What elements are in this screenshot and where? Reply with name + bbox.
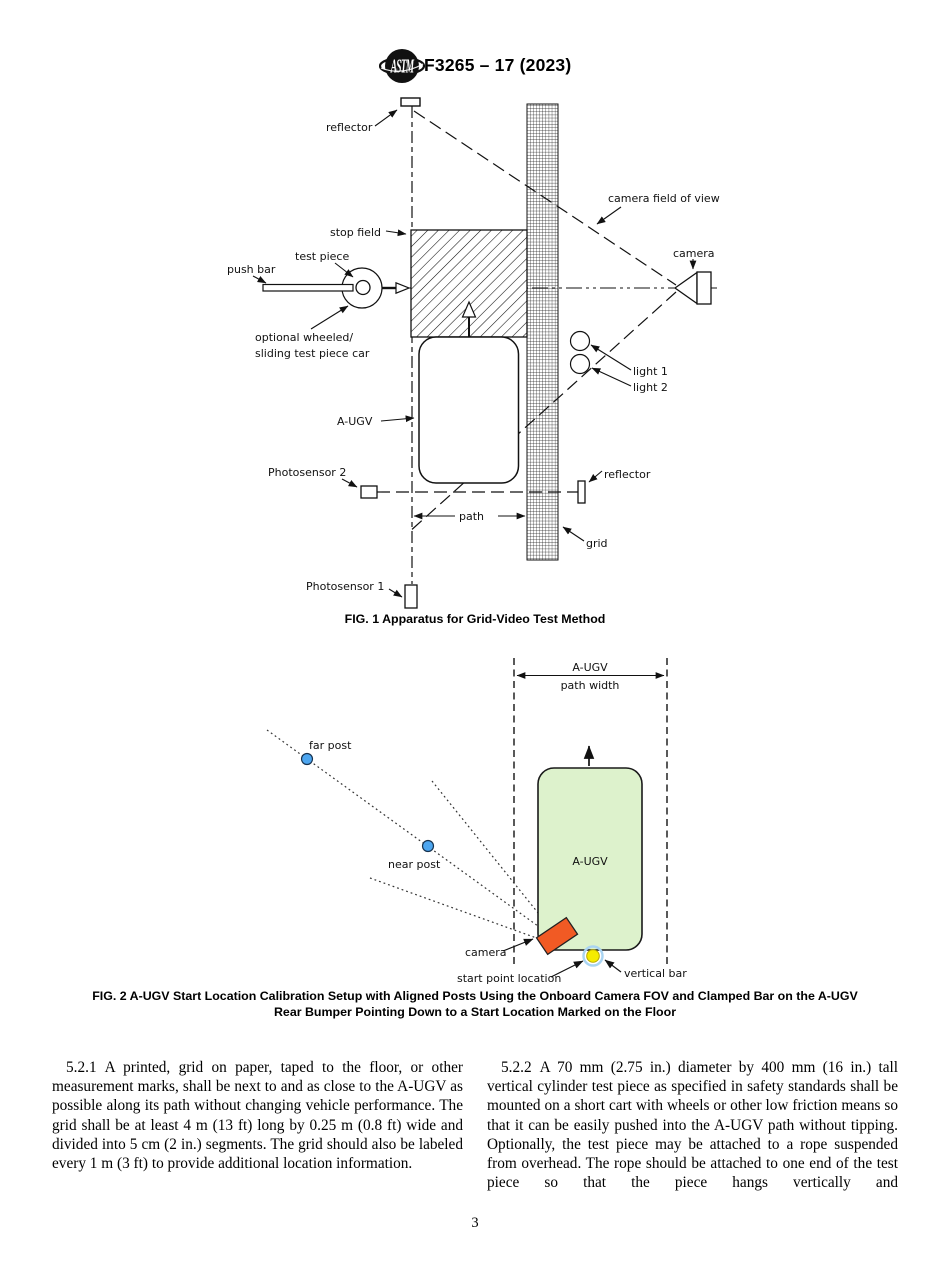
fig1-light1-pointer: [590, 344, 632, 371]
section-text: A 70 mm (2.75 in.) diameter by 400 mm (1…: [487, 1059, 898, 1192]
fig1-fov-lower-line: [407, 291, 677, 534]
fig2-start-point-pointer: [550, 960, 584, 978]
fig2-near-post-label: near post: [388, 858, 441, 871]
fig1-reflector-top-pointer: [374, 109, 398, 127]
figure1-caption: FIG. 1 Apparatus for Grid-Video Test Met…: [344, 612, 606, 626]
page-number: 3: [471, 1215, 479, 1231]
fig2-far-post-label: far post: [309, 739, 352, 752]
fig1-augv-pointer: [380, 415, 415, 423]
fig1-augv-label: A-UGV: [337, 415, 373, 428]
fig2-fov-upper-line: [431, 780, 552, 930]
section-number: 5.2.1: [66, 1059, 97, 1076]
fig1-photosensor1-label: Photosensor 1: [306, 580, 384, 593]
fig2-path-width-label-1: A-UGV: [572, 661, 608, 674]
fig1-reflector-top: [400, 97, 421, 107]
fig1-augv-outline: [418, 336, 520, 484]
document-title: F3265 – 17 (2023): [424, 55, 572, 75]
fig1-fov-label: camera field of view: [608, 192, 720, 205]
fig2-camera-pointer: [502, 938, 534, 952]
fig2-near-post: [421, 839, 435, 853]
fig1-light1-circle: [569, 330, 591, 352]
figure2-caption-line1: FIG. 2 A-UGV Start Location Calibration …: [92, 989, 858, 1003]
fig1-reflector-right-label: reflector: [604, 468, 651, 481]
fig2-camera-label: camera: [465, 946, 507, 959]
fig1-travel-arrow-head: [461, 300, 477, 318]
fig1-optional-car-label-1: optional wheeled/: [255, 331, 353, 344]
fig2-fov-lower-line: [369, 877, 543, 941]
fig1-path-label: path: [459, 510, 484, 523]
fig1-photosensor2-label: Photosensor 2: [268, 466, 346, 479]
fig2-far-post: [300, 752, 314, 766]
figure2-caption-line2: Rear Bumper Pointing Down to a Start Loc…: [273, 1004, 677, 1019]
fig2-vertical-bar-marker: [586, 949, 600, 963]
fig1-stop-field-pointer: [385, 229, 407, 237]
fig2-vertical-bar-label: vertical bar: [624, 967, 687, 980]
fig1-light2-circle: [569, 353, 591, 375]
fig1-test-piece: [355, 279, 371, 296]
fig1-reflector-right-pointer: [588, 470, 603, 483]
fig2-path-width-label-2: path width: [561, 679, 620, 692]
fig1-camera-label: camera: [673, 247, 715, 260]
fig1-reflector-top-label: reflector: [326, 121, 373, 134]
fig1-push-bar-label: push bar: [227, 263, 276, 276]
fig2-start-marker-ring: [582, 945, 604, 967]
fig1-test-piece-label: test piece: [295, 250, 349, 263]
fig1-fov-upper-line: [413, 110, 677, 286]
fig1-photosensor1-pointer: [388, 588, 403, 598]
figure2-caption: FIG. 2 A-UGV Start Location Calibration …: [0, 989, 950, 1020]
fig2-post-sight-line: [266, 729, 550, 935]
fig1-photosensor2-pointer: [341, 478, 358, 488]
fig1-optional-car-label-2: sliding test piece car: [255, 347, 370, 360]
fig1-grid-label: grid: [586, 537, 608, 550]
fig1-grid-strip: [526, 103, 559, 561]
astm-logo-text: ASTM: [390, 56, 415, 78]
fig2-vertical-bar-pointer: [604, 959, 622, 973]
astm-logo-icon: ASTM: [379, 49, 425, 83]
fig1-test-piece-pointer: [334, 262, 354, 278]
fig1-light1-label: light 1: [633, 365, 668, 378]
fig2-camera: [535, 916, 579, 956]
fig1-push-bar-pointer: [252, 275, 267, 284]
fig1-fov-pointer: [596, 206, 622, 225]
fig1-stop-field-label: stop field: [330, 226, 381, 239]
fig1-push-direction-head: [395, 281, 411, 295]
fig1-grid-pointer: [562, 526, 585, 542]
fig1-photosensor1-box: [404, 584, 418, 609]
section-text: A printed, grid on paper, taped to the f…: [52, 1059, 463, 1173]
fig1-push-bar: [262, 283, 354, 292]
fig1-light2-pointer: [591, 367, 632, 387]
fig2-start-point-label: start point location: [457, 972, 561, 985]
fig1-camera-body: [696, 271, 712, 305]
fig1-optional-car-pointer: [310, 305, 349, 330]
section-number: 5.2.2: [501, 1059, 532, 1076]
fig1-reflector-right-box: [577, 480, 586, 504]
fig1-light2-label: light 2: [633, 381, 668, 394]
fig2-augv-label: A-UGV: [572, 855, 608, 868]
